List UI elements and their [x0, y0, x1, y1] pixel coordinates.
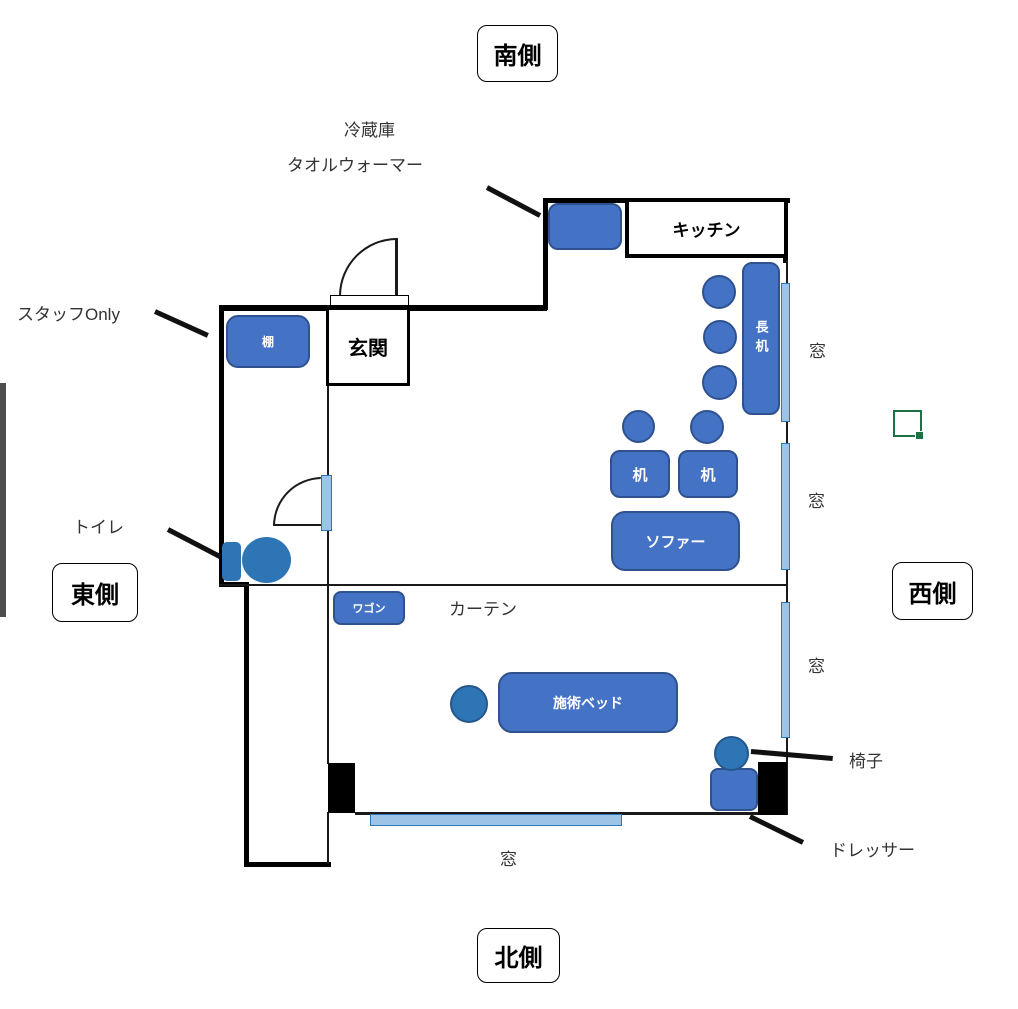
entrance-door-arc: [339, 238, 397, 296]
desk-right: 机: [678, 450, 738, 498]
wall-corridor-upper: [327, 586, 329, 764]
wall-bottom-left: [244, 862, 331, 867]
curtain-label: カーテン: [449, 600, 517, 619]
pointer-staff-only: [153, 309, 209, 338]
dresser-stool: [710, 768, 758, 811]
toilet-bowl: [242, 537, 291, 583]
wagon: ワゴン: [333, 591, 405, 625]
towel-warmer-label: タオルウォーマー: [287, 156, 423, 175]
wall-corridor-lower: [327, 812, 329, 864]
chair-desk-right: [690, 410, 724, 444]
entrance-threshold: [330, 295, 409, 306]
toilet-tank: [222, 542, 241, 581]
fridge-label: 冷蔵庫: [344, 121, 395, 140]
chair-label: 椅子: [849, 752, 883, 771]
compass-west: 西側: [892, 562, 973, 620]
desk-left-label: 机: [632, 466, 648, 484]
sofa: ソファー: [611, 511, 740, 571]
toilet-door-panel: [321, 475, 332, 531]
window-label-right-3: 窓: [808, 657, 825, 676]
dresser-label: ドレッサー: [830, 841, 915, 860]
pointer-dresser: [748, 814, 805, 845]
kitchen-room: キッチン: [625, 198, 788, 258]
sofa-label: ソファー: [645, 533, 706, 551]
shelf-label: 棚: [261, 335, 274, 349]
toilet-door-arc: [273, 477, 322, 526]
chair-long-desk-3: [702, 365, 737, 400]
wall-pillar-left: [328, 763, 355, 813]
compass-north: 北側: [477, 928, 560, 983]
long-desk-label: 長机: [753, 319, 769, 358]
kitchen-label: キッチン: [672, 220, 741, 240]
wall-bottom: [355, 812, 787, 815]
chair-long-desk-1: [702, 275, 736, 309]
stool-bed: [450, 685, 488, 723]
window-right-1: [781, 283, 790, 422]
toilet-label: トイレ: [73, 518, 124, 537]
chair-desk-left: [622, 410, 655, 443]
entrance-label: 玄関: [348, 338, 388, 360]
compass-south-label: 南側: [493, 43, 542, 70]
compass-north-label: 北側: [494, 945, 543, 972]
window-right-2: [781, 443, 790, 570]
entrance-room: 玄関: [326, 307, 410, 386]
wall-kitchen-left: [543, 198, 548, 310]
entrance-door-panel: [395, 238, 398, 296]
fridge-towel-warmer: [548, 203, 622, 250]
wall-divider: [219, 584, 787, 586]
left-edge-bar: [0, 383, 6, 617]
window-bottom: [370, 814, 622, 826]
wagon-label: ワゴン: [352, 603, 386, 615]
window-label-bottom: 窓: [500, 850, 517, 869]
toilet-door-arc-base: [273, 524, 322, 526]
pointer-chair: [750, 749, 833, 761]
desk-left: 机: [610, 450, 670, 498]
shape-selection-handle: [915, 431, 924, 440]
wall-left: [219, 305, 224, 587]
compass-east: 東側: [52, 563, 138, 622]
shape-selection-outline: [893, 410, 922, 437]
window-right-3: [781, 602, 790, 738]
chair-dresser: [714, 736, 749, 771]
chair-long-desk-2: [703, 320, 737, 354]
wall-staff-boundary: [327, 305, 329, 586]
pointer-toilet: [166, 527, 222, 559]
compass-south: 南側: [477, 25, 558, 82]
window-label-right-1: 窓: [809, 342, 826, 361]
staff-only-label: スタッフOnly: [17, 305, 120, 324]
treatment-bed: 施術ベッド: [498, 672, 678, 733]
treatment-bed-label: 施術ベッド: [553, 694, 623, 711]
wall-lower-left: [244, 582, 249, 867]
compass-east-label: 東側: [71, 582, 119, 609]
dresser-block: [758, 762, 787, 815]
pointer-fridge: [485, 185, 542, 218]
shelf: 棚: [226, 315, 310, 368]
long-desk: 長机: [742, 262, 780, 415]
window-label-right-2: 窓: [808, 492, 825, 511]
desk-right-label: 机: [700, 466, 716, 484]
compass-west-label: 西側: [908, 580, 957, 608]
